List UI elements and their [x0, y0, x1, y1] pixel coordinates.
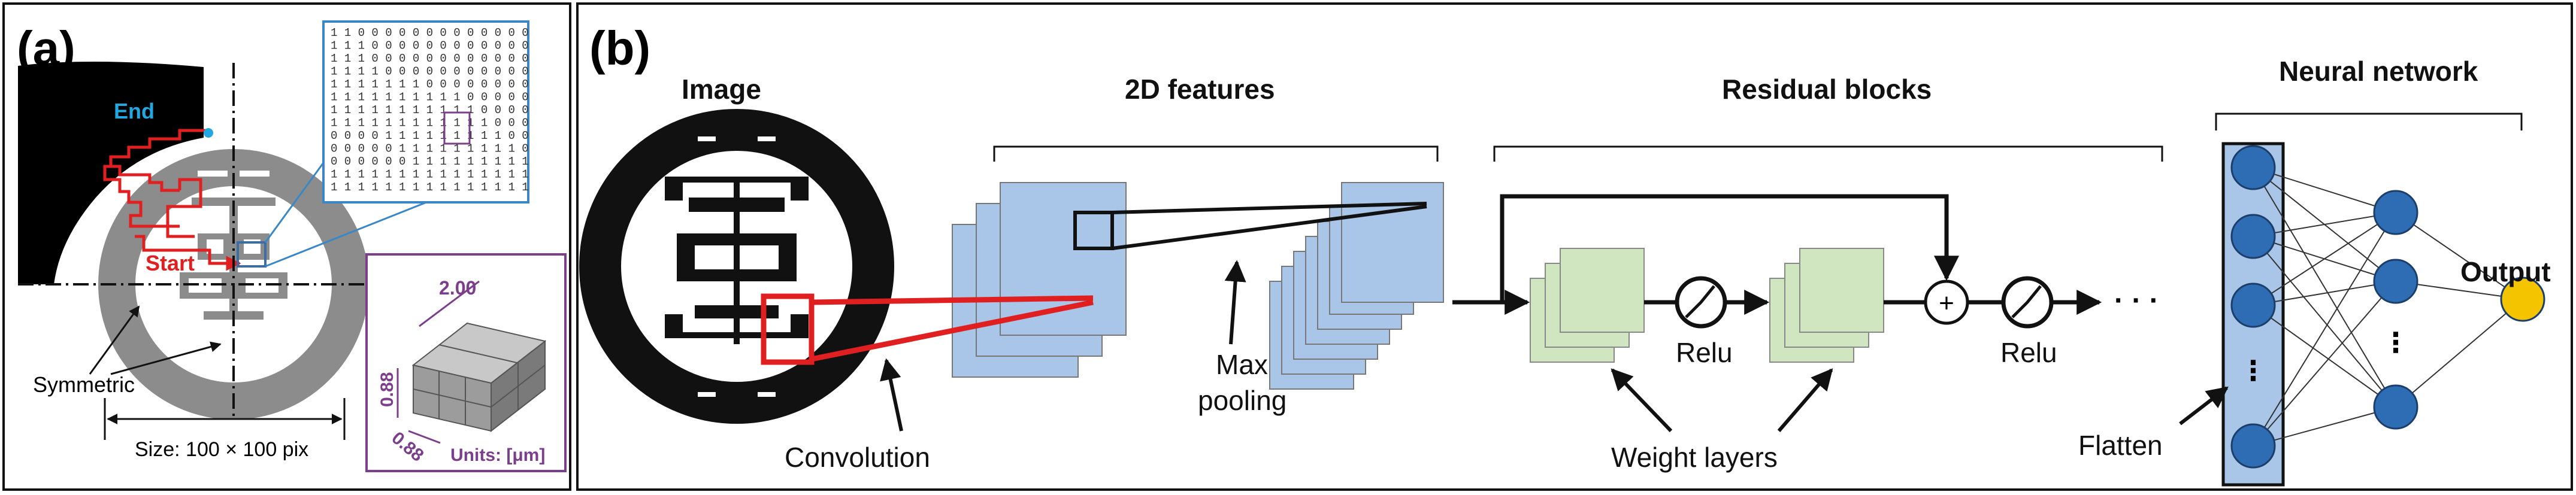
binary-grid-row: 1 1 0 0 0 0 0 0 0 0 0 0 0 0 0 [331, 26, 529, 40]
nn-neurons [2230, 145, 2545, 469]
binary-grid-row: 1 1 1 0 0 0 0 0 0 0 0 0 0 0 0 [331, 40, 529, 53]
hidden-neuron [2373, 259, 2418, 304]
relu-node-2 [2001, 276, 2054, 329]
input-neuron [2230, 423, 2276, 469]
binary-grid-frame [322, 20, 529, 204]
conv-feature-maps [952, 182, 1127, 378]
cube-units-label: Units: [μm] [450, 445, 545, 465]
skip-connection [1500, 194, 1959, 302]
binary-grid-row: 1 1 1 1 1 1 1 1 1 1 1 1 1 1 1 [331, 181, 529, 194]
hidden-neuron [2373, 190, 2418, 235]
max-label: Max [1216, 349, 1268, 380]
weight-layers-label: Weight layers [1611, 442, 1778, 473]
weight-layer-2 [1769, 248, 1884, 363]
continuation-ellipsis: · · · [2114, 285, 2159, 317]
unit-cell-drawing: End Start [18, 21, 428, 420]
input-neuron [2230, 214, 2276, 259]
end-label: End [114, 99, 155, 123]
start-label: Start [146, 251, 195, 275]
nn-edge [2395, 299, 2523, 408]
features-bracket [993, 145, 1439, 162]
convolution-label: Convolution [785, 442, 930, 473]
cube-height-label: 0.88 [377, 372, 397, 407]
panel-a-frame [2, 2, 571, 491]
nn-edge [2253, 236, 2396, 408]
binary-grid-row: 1 1 1 1 1 1 1 1 1 1 0 0 0 0 0 [331, 91, 529, 104]
convolution-kernel-box [761, 293, 815, 365]
pooling-label: pooling [1198, 385, 1287, 416]
scan-path [103, 129, 241, 271]
binary-grid-row: 1 1 1 1 1 1 1 0 0 0 0 0 0 0 0 [331, 78, 529, 91]
nn-bracket [2215, 113, 2523, 130]
nn-edge [2253, 167, 2396, 213]
nn-edge [2253, 212, 2396, 447]
flatten-label: Flatten [2078, 430, 2163, 461]
plus-symbol: + [1939, 289, 1954, 318]
addition-node: + [1924, 280, 1969, 325]
nn-edge [2253, 167, 2396, 408]
binary-grid-row: 0 0 0 0 0 1 1 1 1 1 1 1 1 1 0 [331, 142, 529, 156]
input-neuron [2230, 145, 2276, 190]
relu-node-1 [1675, 276, 1727, 329]
unit-cube-inset: 2.00 0.88 0.88 Units: [μm] [365, 253, 567, 472]
symmetric-label: Symmetric [33, 372, 135, 397]
end-point-marker [204, 128, 213, 138]
binary-grid-row: 0 0 0 0 0 0 1 1 1 1 1 1 1 1 1 [331, 155, 529, 168]
cube-length-label: 2.00 [439, 277, 476, 299]
nn-edge [2253, 305, 2396, 408]
input-neuron [2230, 283, 2276, 328]
image-title: Image [682, 74, 761, 105]
selected-voxel-box [443, 111, 471, 145]
nn-edge [2253, 212, 2396, 306]
size-label: Size: 100 × 100 pix [135, 438, 308, 461]
weight-layer-1 [1530, 248, 1645, 363]
binary-grid-row: 1 1 1 1 1 1 1 1 1 1 1 0 0 0 0 [331, 104, 529, 117]
relu-label-2: Relu [2000, 337, 2057, 368]
binary-grid-inset: 1 1 0 0 0 0 0 0 0 0 0 0 0 0 01 1 1 0 0 0… [322, 20, 529, 204]
binary-grid-row: 1 1 1 1 0 0 0 0 0 0 0 0 0 0 0 [331, 65, 529, 78]
input-image [579, 109, 894, 424]
nn-edge [2253, 281, 2396, 306]
nn-edge [2395, 212, 2523, 300]
features-title: 2D features [1125, 74, 1275, 105]
nn-edge [2253, 406, 2396, 447]
output-label: Output [2460, 256, 2551, 287]
input-ellipsis-vertical: ⋮ [2239, 355, 2267, 386]
pooled-feature-maps [1269, 182, 1444, 390]
output-neuron [2500, 277, 2545, 322]
binary-grid-row: 1 1 1 0 0 0 0 0 0 0 0 0 0 0 0 [331, 52, 529, 65]
residual-title: Residual blocks [1722, 74, 1932, 105]
binary-grid-row: 0 0 0 0 1 1 1 1 1 1 1 1 1 0 0 [331, 129, 529, 142]
binary-grid-row: 1 1 1 1 1 1 1 1 1 1 1 1 0 0 0 [331, 117, 529, 130]
nn-edge [2253, 281, 2396, 447]
nn-title: Neural network [2279, 56, 2478, 87]
relu-label-1: Relu [1676, 337, 1733, 368]
residual-bracket [1493, 145, 2163, 162]
nn-edge [2253, 212, 2396, 237]
panel-b-tag: (b) [589, 22, 650, 75]
hidden-neuron [2373, 384, 2418, 430]
binary-grid-row: 1 1 1 1 1 1 1 1 1 1 1 1 1 1 1 [331, 168, 529, 181]
black-quarter-ring [18, 61, 204, 284]
hidden-ellipsis-vertical: ⋮ [2382, 327, 2409, 358]
panel-b-frame [576, 2, 2573, 491]
zoom-source-box [237, 241, 267, 268]
